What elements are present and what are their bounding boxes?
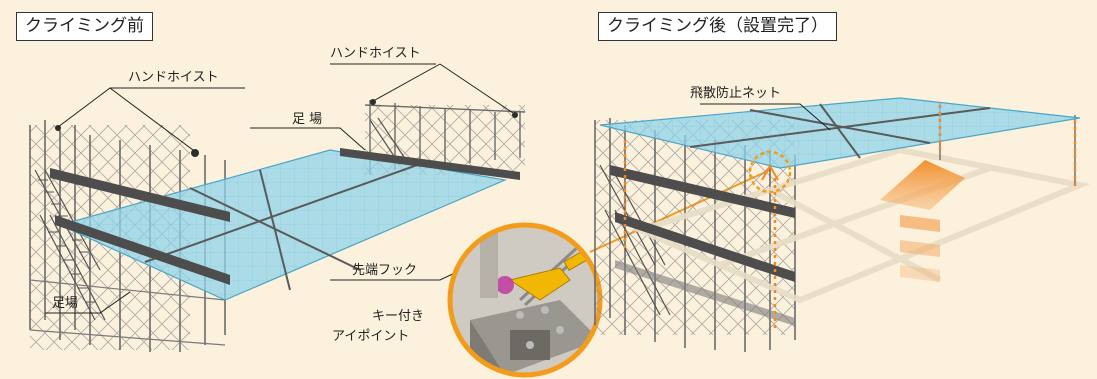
right-leader-line <box>700 103 831 131</box>
right-net-deck <box>599 97 1081 169</box>
label-scaffold-top: 足 場 <box>292 112 323 127</box>
hook-mark-icon <box>761 163 779 181</box>
left-hand-hoist-marks <box>55 99 518 157</box>
lift-up-arrow-icon <box>880 160 965 282</box>
detail-magnifier <box>447 222 603 378</box>
left-walkway-planks <box>50 148 520 285</box>
label-debris-net: 飛散防止ネット <box>690 86 782 101</box>
left-leader-lines <box>45 63 514 314</box>
lift-lines <box>623 105 1077 330</box>
left-panel-title: クライミング前 <box>16 12 153 41</box>
label-tip-hook: 先端フック <box>352 263 418 278</box>
right-panel-title: クライミング後（設置完了） <box>598 12 837 41</box>
hook-highlight-circle <box>748 150 792 194</box>
label-hand-hoist-left: ハンドホイスト <box>128 70 219 85</box>
label-key-eyepoint-line1: キー付き <box>372 309 425 324</box>
label-hand-hoist-right: ハンドホイスト <box>330 46 421 61</box>
label-key-eyepoint-line2: アイポイント <box>332 329 410 344</box>
right-scaffold-frames <box>594 103 1091 352</box>
label-scaffold-bottom: 足場 <box>52 296 79 311</box>
right-walkway-planks <box>610 165 795 326</box>
